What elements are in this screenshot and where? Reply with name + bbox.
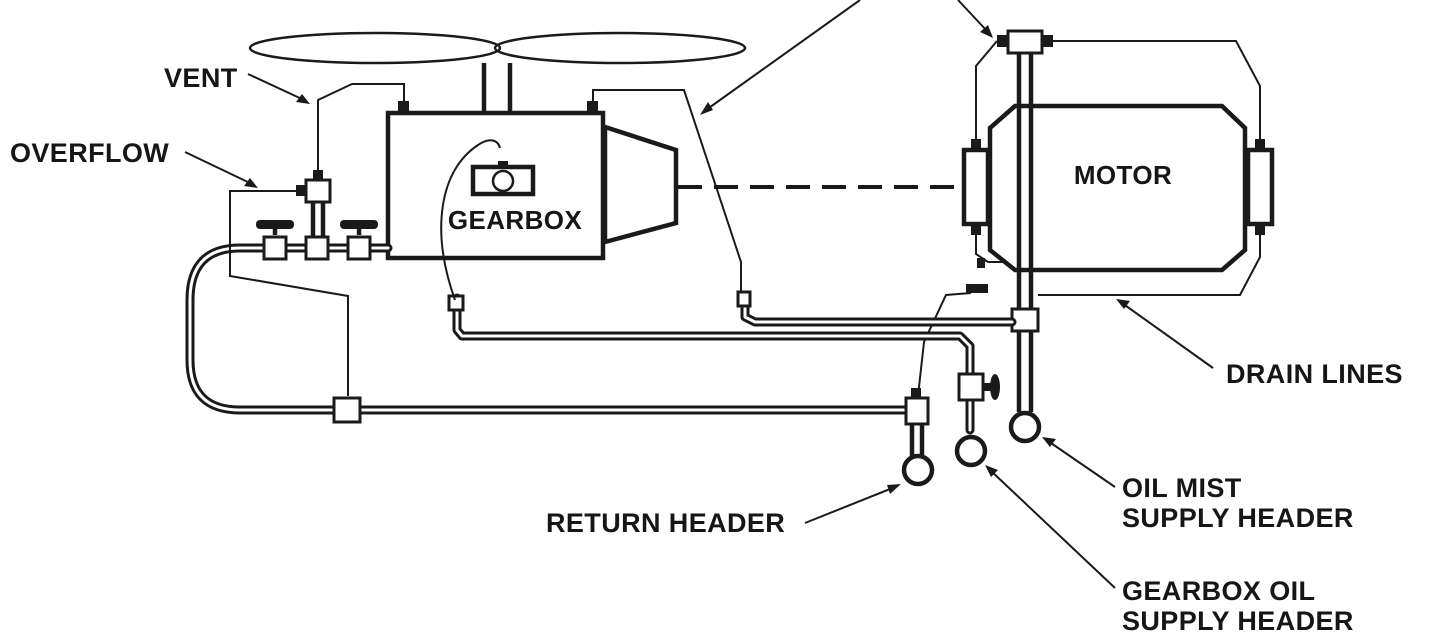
fan [248, 31, 747, 113]
motor-label: MOTOR [1074, 160, 1172, 190]
motor-bearing-right [1245, 147, 1275, 227]
labels: VENT OVERFLOW DRAIN LINES OIL MIST SUPPL… [10, 63, 1403, 636]
gearbox-oil-supply-header [954, 434, 988, 468]
oil-mist-supply-header [1008, 410, 1042, 444]
drain-valve-handle-2[interactable] [340, 220, 378, 229]
mist-supply-tee-top [1006, 29, 1044, 55]
gearbox-oil-supply-header-label-2: SUPPLY HEADER [1122, 606, 1354, 636]
gearbox-oil-supply-piping [440, 139, 1017, 468]
fan-blade-right [493, 31, 747, 65]
motor-bearing-left [961, 147, 991, 227]
drain-lines-label: DRAIN LINES [1226, 359, 1403, 389]
return-piping [185, 83, 935, 487]
return-tee-right [904, 396, 930, 426]
supply-valve[interactable] [957, 372, 985, 402]
gearbox-vent-port [398, 101, 409, 113]
callout-leaders [184, 0, 1214, 589]
overflow-label: OVERFLOW [10, 138, 169, 168]
overflow-tee [304, 178, 332, 204]
return-header-label: RETURN HEADER [546, 508, 785, 538]
gearbox-housing [385, 110, 606, 261]
return-tee-left [332, 396, 362, 424]
oil-mist-supply-header-label-1: OIL MIST [1122, 473, 1242, 503]
supply-valve-handle[interactable] [990, 374, 1000, 400]
gearbox: GEARBOX [385, 101, 679, 261]
return-header [901, 453, 935, 487]
fan-blade-left [248, 31, 502, 65]
vent-label: VENT [164, 63, 238, 93]
gearbox-nose-cone [602, 123, 679, 245]
drain-valve-handle-1[interactable] [256, 220, 294, 229]
oil-mist-supply-piping [592, 29, 1261, 444]
motor: MOTOR [961, 103, 1275, 273]
gearbox-oil-supply-header-label-1: GEARBOX OIL [1122, 576, 1315, 606]
oil-mist-supply-header-label-2: SUPPLY HEADER [1122, 503, 1354, 533]
gearbox-mist-port [587, 101, 598, 113]
sight-glass-lens [491, 169, 515, 193]
gearbox-label: GEARBOX [448, 205, 583, 235]
